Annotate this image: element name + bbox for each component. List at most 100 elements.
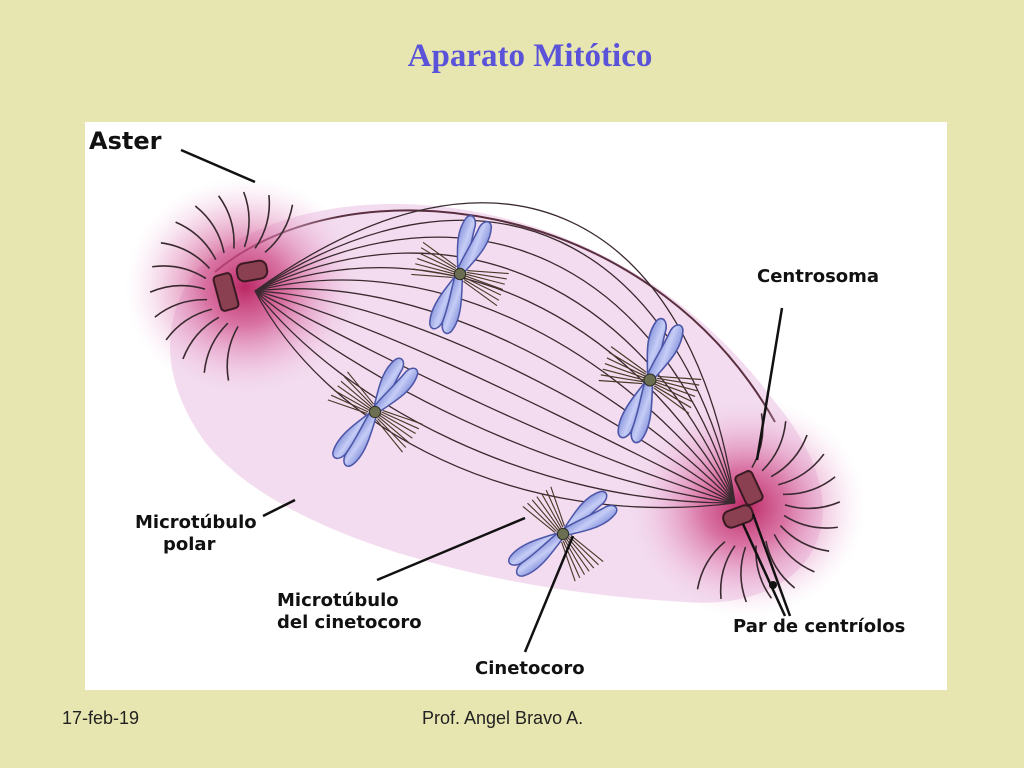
spindle-fiber (254, 236, 736, 504)
chromosome-arm (515, 532, 564, 577)
aster-ray (773, 533, 815, 573)
spindle-fibers (254, 202, 736, 509)
kinetochore-fiber (340, 380, 372, 408)
label-microtubulo-cinetocoro-line1: Microtúbulo (277, 590, 399, 611)
kinetochore-fiber (657, 375, 702, 381)
aster-ray (784, 501, 841, 510)
aster-ray (175, 221, 217, 261)
footer-author: Prof. Angel Bravo A. (422, 708, 584, 728)
kinetochore-fiber (653, 387, 690, 414)
aster-ray (203, 322, 229, 373)
aster-ray (242, 191, 250, 248)
aster-ray (149, 284, 206, 293)
kinetochore-fiber (550, 486, 565, 527)
kinetochore-fiber (531, 499, 559, 531)
kinetochore (643, 373, 657, 387)
kinetochore-fiber (541, 493, 562, 529)
kinetochore (556, 527, 570, 541)
centriole-right-b (722, 504, 755, 529)
spindle-fiber (254, 219, 736, 504)
aster-ray (783, 514, 838, 529)
aster-ray (154, 298, 208, 318)
kinetochore-fiber (567, 537, 595, 569)
kinetochore-fiber (334, 390, 370, 411)
aster-ray (719, 545, 736, 600)
kinetochore-fiber (654, 383, 694, 403)
kinetochore-fiber (598, 379, 643, 385)
spindle-fiber (254, 290, 736, 504)
kinetochore-fiber (381, 411, 420, 430)
kinetochore-fiber (343, 376, 373, 407)
kinetochore-fiber (656, 379, 698, 392)
kinetochore-fiber (418, 252, 456, 271)
aster-ray (152, 265, 207, 280)
aster-ray (182, 316, 220, 360)
kinetochore-fiber (465, 273, 505, 285)
kinetochore-fiber (375, 419, 403, 453)
chromosome-arm (562, 504, 618, 536)
aster-ray (770, 434, 808, 478)
leader-microtubulo-polar (262, 498, 296, 518)
aster-ray (740, 546, 748, 603)
aster-ray (194, 205, 225, 254)
kinetochore-fiber (379, 414, 413, 439)
aster-ray (264, 204, 294, 253)
spindle-fiber (254, 267, 736, 504)
diagram-canvas (125, 148, 865, 653)
chromosome-arm (456, 220, 493, 273)
kinetochore-fiber (327, 399, 368, 414)
chromosomes (327, 214, 702, 582)
label-microtubulo-polar-line2: polar (163, 534, 216, 555)
aster-ray (779, 525, 830, 552)
chromosome-arm (630, 381, 654, 444)
kinetochore-fiber (463, 279, 500, 301)
kinetochore-fiber (570, 534, 604, 562)
leader-aster (180, 148, 256, 184)
kinetochore-fiber (655, 381, 696, 397)
kinetochore-fiber (465, 275, 504, 291)
aster-left-glow (125, 177, 365, 397)
kinetochore-fiber (347, 371, 375, 405)
kinetochore (368, 405, 382, 419)
footer-date: 17-feb-19 (62, 708, 140, 728)
leader-microtubulo-cinetocoro (376, 516, 526, 582)
kinetochore-fiber (527, 502, 558, 532)
kinetochore-fiber (467, 270, 509, 275)
aster-ray (226, 325, 239, 381)
leader-dot-centriolos (769, 581, 777, 589)
spindle-fiber (254, 290, 736, 504)
aster-rays (149, 191, 841, 603)
centriole-right-a (734, 470, 764, 506)
aster-ray (165, 308, 212, 341)
chromosome (598, 317, 702, 444)
slide-title: Aparato Mitótico (407, 38, 653, 74)
kinetochore-fiber (377, 417, 407, 448)
kinetochore-fiber (604, 363, 645, 379)
kinetochore-fiber (608, 351, 647, 375)
aster-ray (765, 540, 796, 589)
mitotic-apparatus-diagram: Aster Centrosoma Microtúbulo polar Micro… (85, 122, 947, 690)
label-microtubulo-polar: Microtúbulo polar (135, 512, 257, 556)
leader-par-centriolos-b (741, 523, 787, 617)
kinetochore-fiber (536, 496, 561, 530)
kinetochore-fiber (466, 271, 507, 280)
leader-lines (180, 148, 792, 653)
aster-ray (751, 413, 764, 469)
label-aster: Aster (89, 127, 162, 155)
kinetochore-fiber (380, 413, 416, 434)
chromosome-arm (646, 324, 684, 379)
centriole-pair-left (212, 259, 269, 312)
spindle-fiber (254, 290, 736, 504)
aster-ray (778, 453, 825, 486)
kinetochore-fiber (422, 241, 457, 268)
label-cinetocoro: Cinetocoro (475, 658, 585, 679)
chromosome-arm (373, 367, 419, 412)
kinetochore-fiber (382, 410, 423, 425)
label-par-centriolos: Par de centríolos (733, 616, 906, 637)
kinetochore-fiber (413, 268, 454, 277)
kinetochore (453, 267, 467, 281)
chromosome (508, 486, 618, 582)
spindle-fiber (254, 290, 736, 509)
kinetochore-fiber (416, 257, 455, 273)
spindle-fiber (254, 279, 736, 504)
